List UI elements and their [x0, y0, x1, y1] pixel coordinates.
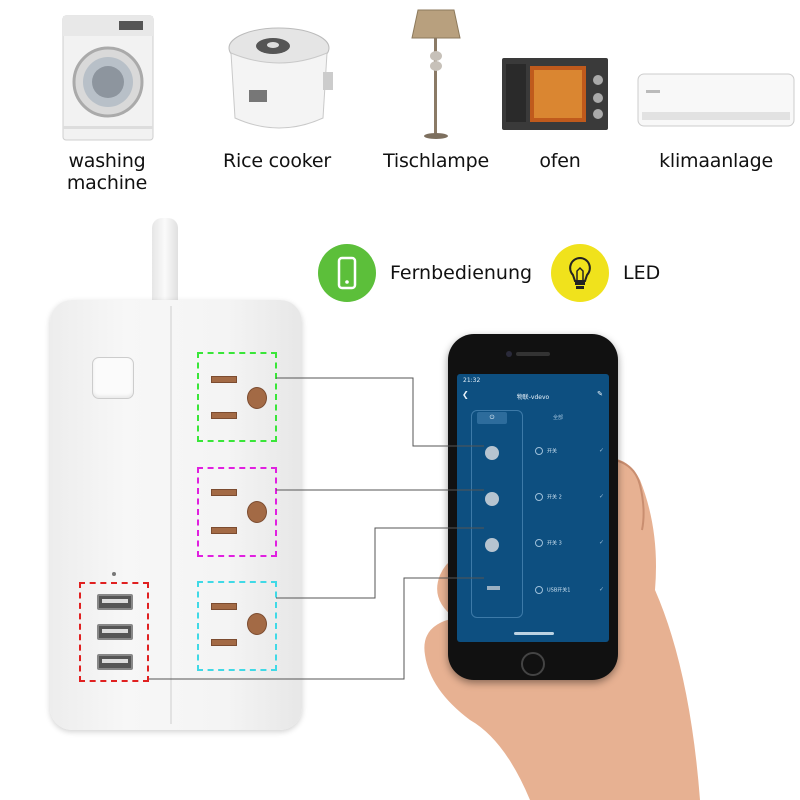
earpiece: [516, 352, 550, 356]
usb-indicator: [487, 586, 500, 590]
appliance-label: Rice cooker: [223, 150, 331, 172]
led-label: LED: [623, 262, 661, 284]
floor-lamp-icon: [411, 9, 461, 139]
outlet-ground: [247, 501, 267, 523]
outlet-slot: [211, 603, 237, 610]
washing-machine-icon: [62, 15, 154, 141]
master-power-button[interactable]: ⏻: [477, 412, 507, 424]
check-icon: ✓: [598, 539, 604, 546]
switch-label: 开关 3: [547, 540, 562, 547]
remote-control-badge: Fernbedienung: [318, 244, 532, 302]
switch-row-3[interactable]: 开关 3: [535, 539, 562, 547]
switch-row-usb[interactable]: USB开关1: [535, 586, 570, 594]
usb-port: [97, 624, 133, 640]
edit-icon[interactable]: ✎: [597, 390, 603, 398]
power-icon: [535, 493, 543, 501]
home-indicator: [514, 632, 554, 635]
usb-port: [97, 654, 133, 670]
oven-icon: [502, 58, 608, 130]
check-icon: ✓: [598, 586, 604, 593]
appliance-air-conditioner: klimaanlage: [636, 0, 796, 190]
appliance-oven: ofen: [480, 0, 640, 190]
outlet-3-highlight: [197, 581, 277, 671]
check-icon: ✓: [598, 493, 604, 500]
outlet-slot: [211, 412, 237, 419]
outlet-3-indicator: [485, 538, 499, 552]
appliance-label: Tischlampe: [383, 150, 489, 172]
outlet-1-indicator: [485, 446, 499, 460]
power-button[interactable]: [92, 357, 134, 399]
usb-port: [97, 594, 133, 610]
app-screen: 21:32 ❮ 物联-vdevo ✎ ⏻ 全部 开关 ✓ 开关 2 ✓ 开关 3…: [457, 374, 609, 642]
all-switch-label[interactable]: 全部: [553, 415, 564, 421]
outlet-2-highlight: [197, 467, 277, 557]
appliance-label: ofen: [539, 150, 581, 172]
back-icon[interactable]: ❮: [462, 390, 469, 399]
strip-divider: [170, 306, 172, 724]
smartphone: 21:32 ❮ 物联-vdevo ✎ ⏻ 全部 开关 ✓ 开关 2 ✓ 开关 3…: [448, 334, 618, 680]
power-cable: [152, 218, 178, 308]
remote-control-label: Fernbedienung: [390, 262, 533, 284]
led-badge: LED: [551, 244, 660, 302]
outlet-2-indicator: [485, 492, 499, 506]
strip-panel: [471, 410, 523, 618]
switch-row-1[interactable]: 开关: [535, 447, 557, 455]
connector-line-3: [276, 527, 484, 599]
indicator-led: [112, 572, 116, 576]
appliance-floor-lamp: Tischlampe: [356, 0, 516, 190]
rice-cooker-icon: [228, 27, 333, 129]
smartphone-icon: [318, 244, 376, 302]
outlet-slot: [211, 376, 237, 383]
outlet-ground: [247, 613, 267, 635]
lightbulb-icon: [551, 244, 609, 302]
switch-label: USB开关1: [547, 587, 571, 594]
power-icon: [535, 539, 543, 547]
appliance-label: klimaanlage: [659, 150, 773, 172]
front-camera: [506, 351, 512, 357]
connector-line-usb: [149, 577, 484, 680]
outlet-1-highlight: [197, 352, 277, 442]
switch-label: 开关 2: [547, 494, 562, 501]
home-button[interactable]: [521, 652, 545, 676]
check-icon: ✓: [598, 447, 604, 454]
status-time: 21:32: [463, 377, 481, 384]
usb-ports-highlight: [79, 582, 149, 682]
power-icon: [535, 447, 543, 455]
switch-row-2[interactable]: 开关 2: [535, 493, 562, 501]
power-icon: [535, 586, 543, 594]
switch-label: 开关: [547, 448, 558, 455]
appliance-washing-machine: washing machine: [27, 0, 187, 194]
appliance-label: washing machine: [66, 150, 148, 194]
outlet-slot: [211, 489, 237, 496]
app-title: 物联-vdevo: [516, 394, 550, 401]
air-conditioner-icon: [637, 73, 795, 127]
outlet-ground: [247, 387, 267, 409]
outlet-slot: [211, 527, 237, 534]
connector-line-1: [276, 377, 484, 447]
outlet-slot: [211, 639, 237, 646]
appliance-rice-cooker: Rice cooker: [197, 0, 357, 190]
